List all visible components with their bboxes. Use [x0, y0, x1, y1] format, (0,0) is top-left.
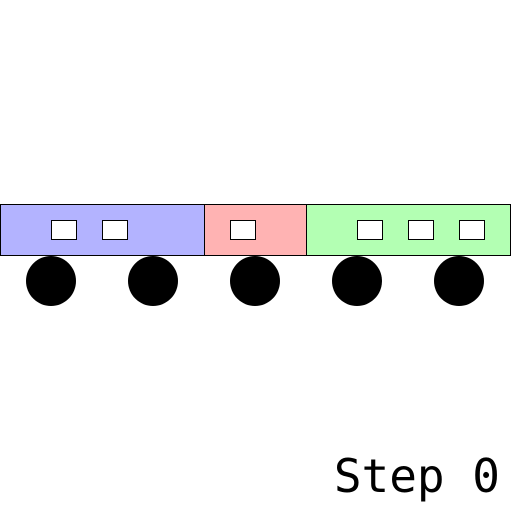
- wheel: [434, 256, 484, 306]
- car-window: [357, 220, 383, 240]
- car-window: [408, 220, 434, 240]
- train-car-2: [204, 204, 307, 306]
- car-window: [102, 220, 128, 240]
- train-car-1: [0, 204, 205, 306]
- wheel: [332, 256, 382, 306]
- wheel: [230, 256, 280, 306]
- car-window: [459, 220, 485, 240]
- step-counter: Step 0: [333, 449, 500, 503]
- wheel: [128, 256, 178, 306]
- train-car-3: [306, 204, 511, 306]
- train: [0, 204, 511, 306]
- wheel: [26, 256, 76, 306]
- car-window: [51, 220, 77, 240]
- car-window: [230, 220, 256, 240]
